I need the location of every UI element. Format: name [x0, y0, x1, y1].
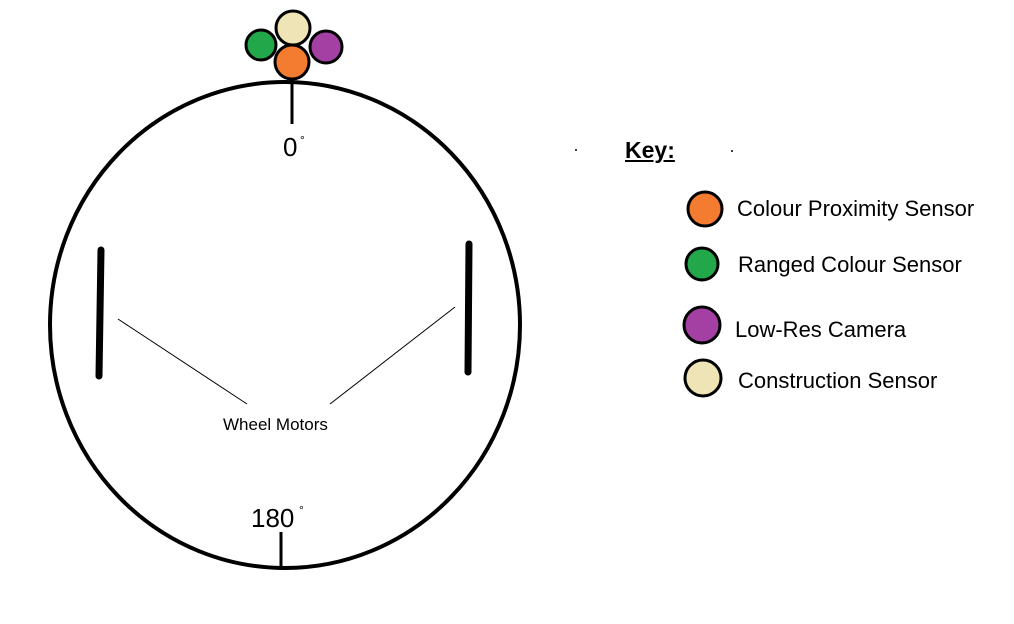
key-purple-circle-icon: [682, 305, 722, 345]
key-item-low-res-camera: Low-Res Camera: [735, 317, 907, 342]
key-cream-circle-icon: [683, 358, 723, 398]
bottom-angle-value: 180: [251, 503, 295, 533]
key-orange-circle-icon: [686, 190, 724, 228]
top-degree-symbol: °: [300, 133, 305, 147]
colour-proximity-sensor-icon: [273, 43, 311, 81]
bottom-degree-symbol: °: [299, 503, 304, 517]
speck-dot: [575, 149, 577, 151]
left-wheel: [95, 246, 105, 380]
key-title: Key:: [625, 137, 675, 163]
key-item-ranged-colour-sensor: Ranged Colour Sensor: [738, 252, 962, 277]
wheel-motors-label: Wheel Motors: [223, 415, 328, 434]
top-angle-value: 0: [283, 132, 298, 162]
low-res-camera-icon: [308, 29, 344, 65]
robot-body: [48, 80, 522, 570]
construction-sensor-icon: [274, 9, 312, 47]
speck-dot: [731, 150, 733, 152]
key-item-construction-sensor: Construction Sensor: [738, 368, 938, 393]
key-green-circle-icon: [684, 246, 720, 282]
bottom-angle-label: 180: [251, 503, 294, 534]
right-motor-callout: [329, 306, 456, 405]
right-wheel: [464, 240, 473, 376]
left-motor-callout: [117, 318, 248, 405]
ranged-colour-sensor-icon: [244, 28, 278, 62]
key-item-colour-proximity-sensor: Colour Proximity Sensor: [737, 196, 975, 221]
top-angle-label: 0: [283, 132, 297, 163]
